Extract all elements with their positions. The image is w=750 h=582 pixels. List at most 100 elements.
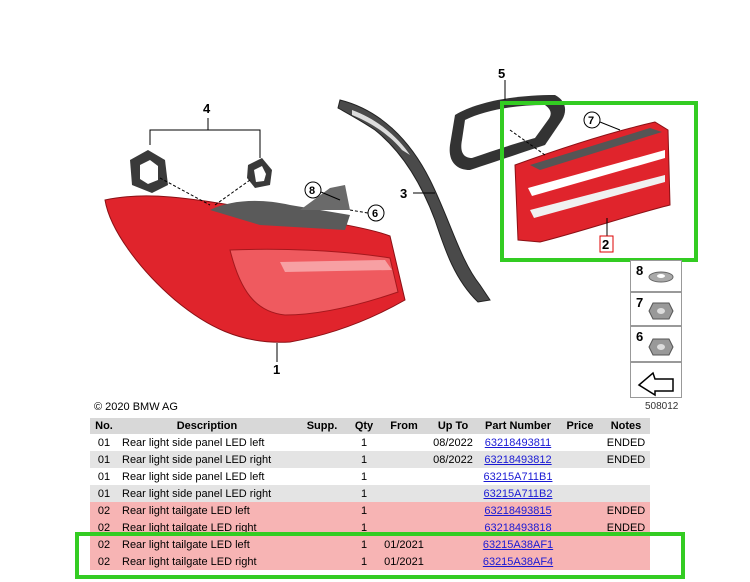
cell-part-number: 63215A38AF4 — [478, 553, 558, 570]
tailgate-lamp-highlight — [500, 101, 698, 262]
cell-description: Rear light tailgate LED left — [118, 536, 296, 553]
cell-notes: ENDED — [602, 519, 650, 536]
cell-qty: 1 — [348, 519, 380, 536]
small-part-8-label: 8 — [636, 263, 644, 278]
cell-notes: ENDED — [602, 502, 650, 519]
part-number-link[interactable]: 63218493815 — [484, 504, 552, 517]
copyright-text: © 2020 BMW AG — [94, 401, 178, 413]
table-header-row: No. Description Supp. Qty From Up To Par… — [90, 418, 650, 434]
cell-supp — [296, 502, 348, 519]
cell-part-number: 63215A711B2 — [478, 485, 558, 502]
next-page-arrow[interactable] — [630, 362, 682, 398]
cell-from — [380, 468, 428, 485]
cell-part-number: 63218493818 — [478, 519, 558, 536]
cell-from — [380, 519, 428, 536]
cell-no: 01 — [90, 468, 118, 485]
callout-7: 7 — [588, 115, 594, 127]
part-number-link[interactable]: 63215A711B2 — [483, 487, 553, 500]
cell-from — [380, 451, 428, 468]
cell-description: Rear light side panel LED right — [118, 451, 296, 468]
part-number-link[interactable]: 63215A38AF4 — [482, 555, 554, 568]
cell-from — [380, 434, 428, 451]
cell-from: 01/2021 — [380, 536, 428, 553]
cell-description: Rear light tailgate LED right — [118, 553, 296, 570]
cell-no: 02 — [90, 553, 118, 570]
col-part-number: Part Number — [478, 418, 558, 434]
cell-qty: 1 — [348, 434, 380, 451]
part-number-link[interactable]: 63218493811 — [484, 436, 552, 449]
cell-part-number: 63218493811 — [478, 434, 558, 451]
small-part-7[interactable]: 7 — [630, 292, 682, 326]
cell-qty: 1 — [348, 553, 380, 570]
trim-strip-illustration[interactable] — [337, 99, 491, 303]
tailgate-gasket-illustration[interactable] — [449, 95, 566, 170]
cell-no: 01 — [90, 434, 118, 451]
cell-supp — [296, 553, 348, 570]
cell-qty: 1 — [348, 451, 380, 468]
cell-notes — [602, 468, 650, 485]
cell-description: Rear light tailgate LED right — [118, 519, 296, 536]
arrow-icon — [637, 371, 674, 397]
cell-part-number: 63215A711B1 — [478, 468, 558, 485]
cell-price — [558, 434, 602, 451]
small-part-7-label: 7 — [636, 295, 644, 310]
cell-notes: ENDED — [602, 451, 650, 468]
cell-supp — [296, 468, 348, 485]
col-description: Description — [118, 418, 296, 434]
cell-no: 01 — [90, 451, 118, 468]
nut-icon — [648, 302, 674, 320]
part-number-link[interactable]: 63218493818 — [484, 521, 552, 534]
callout-4: 4 — [203, 101, 211, 116]
cell-no: 01 — [90, 485, 118, 502]
callout-6: 6 — [372, 208, 378, 220]
callout-3: 3 — [400, 186, 407, 201]
cell-qty: 1 — [348, 485, 380, 502]
cell-price — [558, 502, 602, 519]
cell-upto — [428, 485, 478, 502]
gasket-illustration[interactable] — [130, 150, 272, 193]
cell-no: 02 — [90, 502, 118, 519]
cell-qty: 1 — [348, 468, 380, 485]
cell-from: 01/2021 — [380, 553, 428, 570]
cell-notes: ENDED — [602, 434, 650, 451]
cell-upto — [428, 553, 478, 570]
cell-price — [558, 451, 602, 468]
cell-notes — [602, 485, 650, 502]
col-no: No. — [90, 418, 118, 434]
cell-part-number: 63218493815 — [478, 502, 558, 519]
cell-supp — [296, 485, 348, 502]
part-number-link[interactable]: 63215A38AF1 — [482, 538, 554, 551]
cell-upto — [428, 536, 478, 553]
parts-table: No. Description Supp. Qty From Up To Par… — [90, 418, 650, 570]
col-from: From — [380, 418, 428, 434]
callout-2: 2 — [602, 237, 609, 252]
cell-from — [380, 502, 428, 519]
cell-part-number: 63218493812 — [478, 451, 558, 468]
part-number-link[interactable]: 63215A711B1 — [483, 470, 553, 483]
callout-1: 1 — [273, 362, 280, 377]
small-part-6[interactable]: 6 — [630, 326, 682, 362]
cell-price — [558, 553, 602, 570]
cell-part-number: 63215A38AF1 — [478, 536, 558, 553]
callout-5: 5 — [498, 66, 505, 81]
cell-upto — [428, 519, 478, 536]
col-upto: Up To — [428, 418, 478, 434]
part-number-link[interactable]: 63218493812 — [484, 453, 552, 466]
cell-upto — [428, 468, 478, 485]
cell-supp — [296, 519, 348, 536]
cell-notes — [602, 536, 650, 553]
cell-from — [380, 485, 428, 502]
tailgate-lamp-illustration[interactable] — [514, 121, 671, 243]
cell-price — [558, 485, 602, 502]
new-parts-highlight — [75, 532, 685, 579]
cell-description: Rear light side panel LED left — [118, 434, 296, 451]
small-part-8[interactable]: 8 — [630, 260, 682, 292]
side-panel-lamp-illustration[interactable] — [104, 185, 406, 343]
cell-upto: 08/2022 — [428, 434, 478, 451]
parts-diagram: 1 4 8 6 3 5 7 2 — [104, 66, 671, 377]
